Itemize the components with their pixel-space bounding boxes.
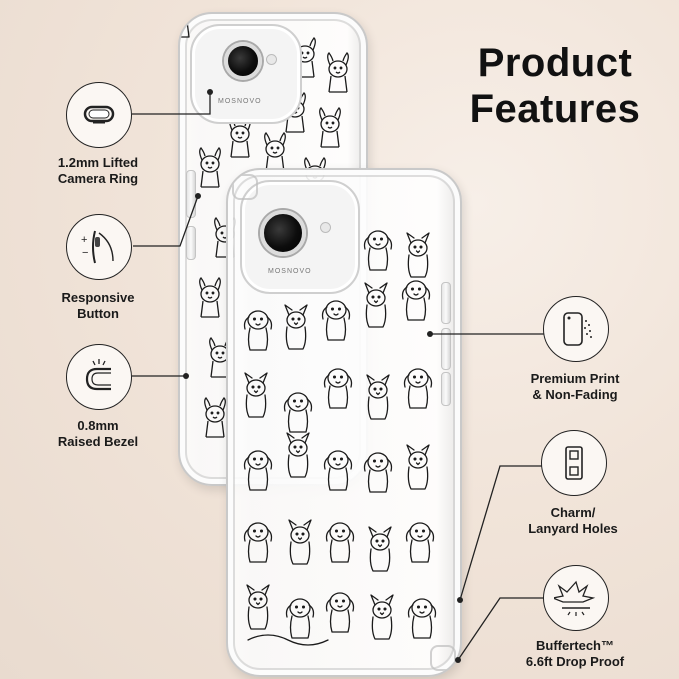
- feature-premium-print-line2: & Non-Fading: [532, 387, 618, 402]
- feature-camera-ring-label: 1.2mm Lifted Camera Ring: [42, 155, 154, 187]
- feature-lanyard-holes-line1: Charm/: [550, 505, 596, 520]
- front-brand-mark: MOSNOVO: [268, 268, 312, 275]
- feature-premium-print-label: Premium Print & Non-Fading: [516, 371, 634, 403]
- feature-lanyard-holes-line2: Lanyard Holes: [528, 521, 618, 536]
- title-line-2: Features: [469, 87, 641, 131]
- feature-drop-proof-circle: [543, 565, 609, 631]
- feature-premium-print-line1: Premium Print: [530, 371, 620, 386]
- front-side-button-3: [441, 372, 451, 406]
- title-line-1: Product: [477, 41, 633, 85]
- front-camera-lens: [260, 210, 306, 256]
- dog-pattern-back: [180, 14, 349, 438]
- feature-camera-ring-line2: Camera Ring: [57, 171, 139, 186]
- plus-symbol: +: [81, 234, 87, 246]
- feature-responsive-button-line2: Button: [77, 306, 119, 321]
- feature-camera-ring-circle: [66, 82, 132, 148]
- responsive-button-icon: + −: [81, 230, 114, 264]
- premium-print-icon: [563, 312, 592, 346]
- feature-responsive-button-label: Responsive Button: [42, 290, 154, 322]
- feature-lanyard-holes-circle: [541, 430, 607, 496]
- feature-premium-print-circle: [543, 296, 609, 362]
- lanyard-holes-icon: [565, 446, 583, 480]
- drop-proof-icon: [554, 580, 596, 616]
- feature-drop-proof-line2: 6.6ft Drop Proof: [525, 654, 625, 669]
- feature-raised-bezel-line2: Raised Bezel: [57, 434, 139, 449]
- page-title: Product Features: [455, 40, 655, 132]
- feature-raised-bezel-label: 0.8mm Raised Bezel: [42, 418, 154, 450]
- minus-symbol: −: [82, 247, 88, 259]
- feature-drop-proof-line1: Buffertech™: [535, 638, 614, 653]
- back-side-button-2: [186, 226, 196, 260]
- feature-raised-bezel-circle: [66, 344, 132, 410]
- feature-camera-ring-line1: 1.2mm Lifted: [57, 155, 139, 170]
- feature-responsive-button-line1: Responsive: [61, 290, 135, 305]
- feature-responsive-button-circle: + −: [66, 214, 132, 280]
- front-corner-bump-br: [430, 645, 456, 671]
- front-corner-bump-tl: [232, 174, 258, 200]
- back-side-button-1: [186, 170, 196, 218]
- phone-case-front: MOSNOVO: [226, 168, 462, 677]
- raised-bezel-icon: [85, 359, 111, 391]
- front-flash: [320, 222, 331, 233]
- front-side-button-1: [441, 282, 451, 324]
- feature-lanyard-holes-label: Charm/ Lanyard Holes: [512, 505, 634, 537]
- dog-pattern-front: [243, 230, 437, 646]
- feature-raised-bezel-line1: 0.8mm: [77, 418, 119, 433]
- camera-ring-icon: [83, 105, 115, 124]
- front-side-button-2: [441, 328, 451, 370]
- back-brand-mark: MOSNOVO: [218, 98, 262, 105]
- feature-drop-proof-label: Buffertech™ 6.6ft Drop Proof: [512, 638, 638, 670]
- back-camera-lens: [224, 42, 262, 80]
- back-flash: [266, 54, 277, 65]
